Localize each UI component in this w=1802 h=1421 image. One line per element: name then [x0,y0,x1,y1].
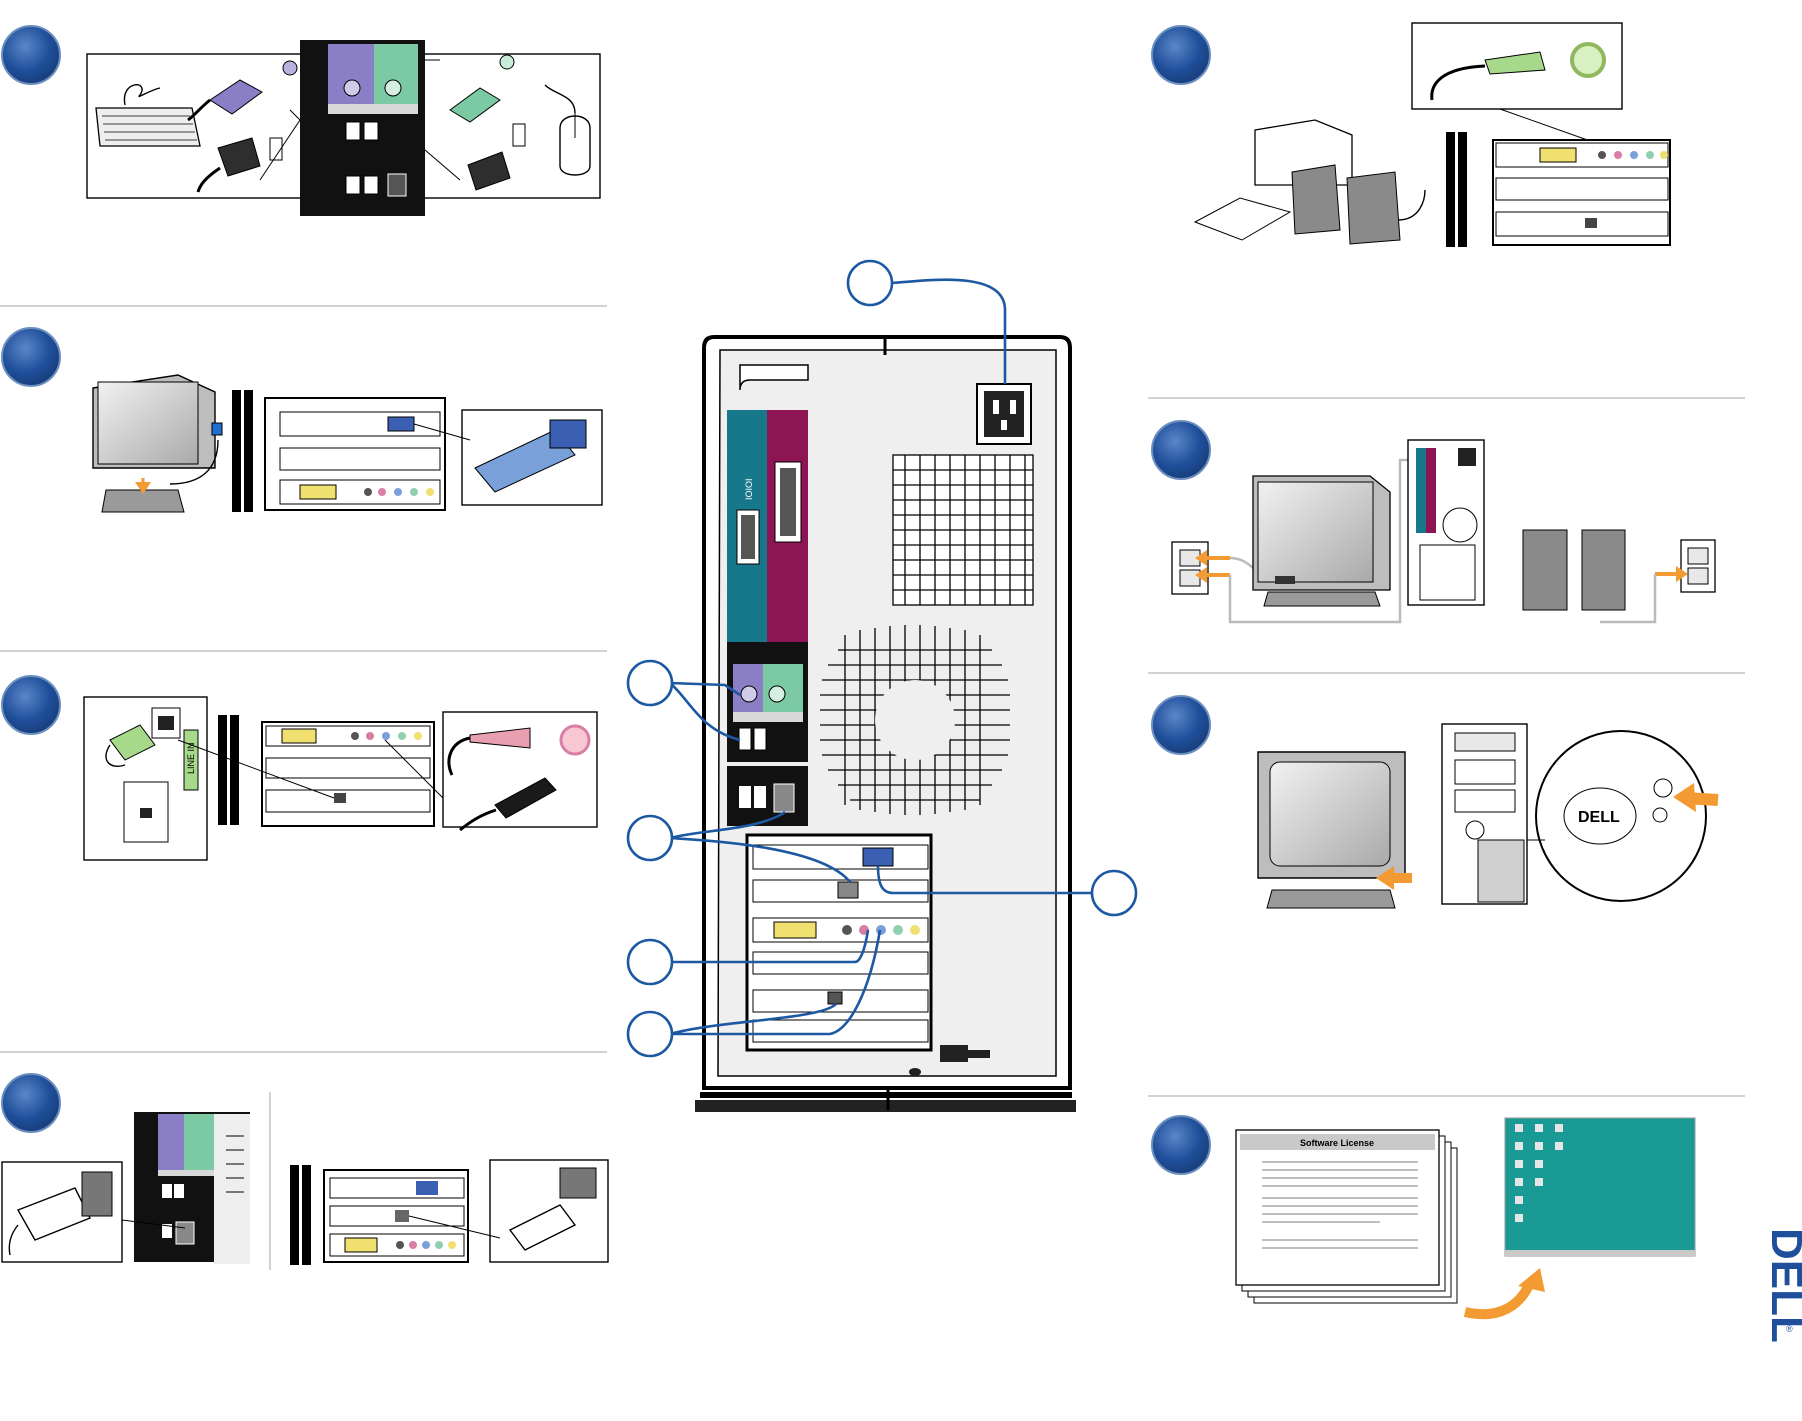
step-badge-power [1152,421,1210,479]
power-connector [977,384,1031,444]
monitor-illustration [93,375,602,512]
step-badge-network [2,1074,60,1132]
speakers-illustration [1195,23,1670,247]
monitor-icon [93,375,218,512]
dell-logo: DELL ® [1762,1228,1802,1343]
tower-icon [1408,440,1484,605]
dell-button-logo: DELL [1578,809,1620,826]
monitor-icon [1253,476,1390,606]
tower-icon [1442,724,1527,904]
callout-power [848,261,892,305]
speaker-icon [1523,530,1625,610]
network-illustration [2,1112,608,1265]
microphone-icon [443,712,597,830]
speaker-icon [1195,120,1425,244]
keyboard-mouse-usb-panel [727,642,808,826]
callout-speakers [628,940,672,984]
software-license-illustration: Software License [1236,1118,1695,1314]
modem-microphone-illustration: LINE IN [84,697,597,860]
step-badge-modem-microphone [2,676,60,734]
desktop-screen-icon [1505,1118,1695,1256]
registered-mark: ® [1786,1324,1793,1334]
power-button-icon: DELL [1527,731,1718,901]
step-badge-monitor [2,328,60,386]
io-panel-small [122,1112,250,1264]
expansion-cards [232,390,445,512]
license-document-icon: Software License [1236,1130,1457,1303]
computer-back-panel: IOIOI [628,261,1136,1112]
callout-keyboard-mouse [628,661,672,705]
power-illustration [1172,440,1715,622]
serial-parallel-panel: IOIOI [727,410,808,642]
power-on-illustration: DELL [1258,724,1718,908]
svg-text:IOIOI: IOIOI [744,478,754,500]
fan-grille-bottom [820,625,1010,815]
line-in-label: LINE IN [186,742,196,774]
callout-network [628,816,672,860]
expansion-cards [1446,132,1670,247]
expansion-cards [290,1165,468,1265]
step-badge-keyboard-mouse [2,26,60,84]
callout-modem-microphone [628,1012,672,1056]
license-title: Software License [1300,1138,1374,1148]
callout-monitor [1092,871,1136,915]
keyboard-mouse-illustration [87,40,600,216]
fan-grille-top [893,455,1033,605]
monitor-icon [1258,752,1412,908]
dell-logo-text: DELL [1762,1228,1802,1343]
step-badge-speakers [1152,26,1210,84]
expansion-cards [178,715,445,826]
step-badge-software-license [1152,1116,1210,1174]
step-badge-power-on [1152,696,1210,754]
